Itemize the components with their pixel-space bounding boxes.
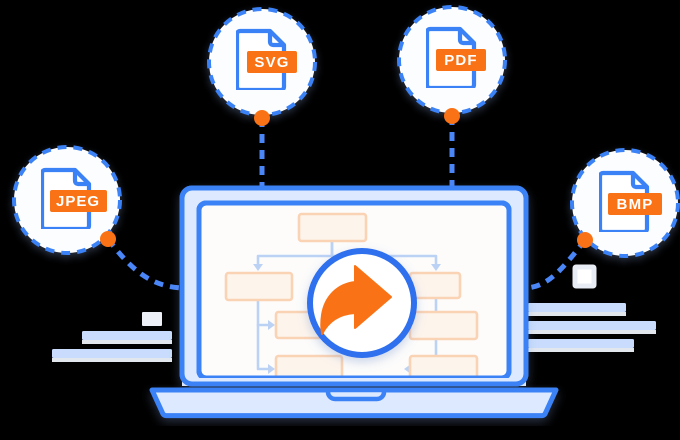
jpeg-label-text: JPEG bbox=[56, 193, 100, 210]
laptop-lid-border-overlay bbox=[179, 185, 529, 387]
left-decoration-bars bbox=[52, 312, 172, 362]
arrowhead-left-bot bbox=[268, 364, 275, 374]
right-bar-square bbox=[572, 264, 597, 289]
right-bar-2-shadow bbox=[528, 330, 656, 334]
share-arrow-icon bbox=[320, 265, 392, 335]
left-bar-square bbox=[142, 312, 162, 326]
laptop-base bbox=[149, 387, 559, 419]
pdf-label-text: PDF bbox=[444, 52, 478, 69]
svg-connector-dot bbox=[254, 110, 270, 126]
arrowhead-left-mid bbox=[268, 320, 275, 330]
left-bar-1-shadow bbox=[82, 340, 172, 344]
convert-arrow-badge[interactable] bbox=[307, 248, 417, 358]
right-decoration-bars bbox=[528, 264, 656, 352]
flow-box-left-1 bbox=[224, 271, 294, 302]
bmp-connector-dot bbox=[577, 232, 593, 248]
right-bar-3 bbox=[528, 339, 634, 348]
svg-label-text: SVG bbox=[254, 54, 289, 71]
flow-box-right-1 bbox=[408, 271, 462, 300]
bmp-label-text: BMP bbox=[617, 196, 654, 213]
left-bar-2 bbox=[52, 349, 172, 358]
right-bar-1-shadow bbox=[528, 312, 626, 316]
arrowhead-right-top bbox=[431, 264, 441, 271]
pdf-connector-dot bbox=[444, 108, 460, 124]
connector-lines bbox=[106, 116, 587, 291]
pdf-label-chip bbox=[436, 49, 486, 71]
flow-box-right-2 bbox=[408, 310, 479, 341]
file-badge-svg[interactable]: SVG bbox=[207, 7, 317, 126]
laptop-base-body bbox=[149, 387, 559, 419]
file-badge-pdf[interactable]: PDF bbox=[397, 5, 507, 124]
flow-box-top bbox=[297, 212, 368, 243]
left-bar-1 bbox=[82, 331, 172, 340]
right-bar-2 bbox=[528, 321, 656, 330]
jpeg-connector-dot bbox=[100, 231, 116, 247]
arrowhead-left-top bbox=[253, 264, 263, 271]
right-bar-3-shadow bbox=[528, 348, 634, 352]
right-bar-1 bbox=[528, 303, 626, 312]
bmp-label-chip bbox=[608, 193, 662, 215]
file-badge-jpeg[interactable]: JPEG bbox=[12, 145, 122, 255]
flow-line-left-spine bbox=[256, 298, 274, 371]
jpeg-label-chip bbox=[50, 190, 107, 212]
connector-jpeg bbox=[106, 237, 187, 291]
laptop-notch bbox=[325, 387, 387, 402]
left-bar-2-shadow bbox=[52, 358, 172, 362]
svg-label-chip bbox=[247, 51, 297, 73]
file-badge-bmp[interactable]: BMP bbox=[570, 148, 680, 258]
